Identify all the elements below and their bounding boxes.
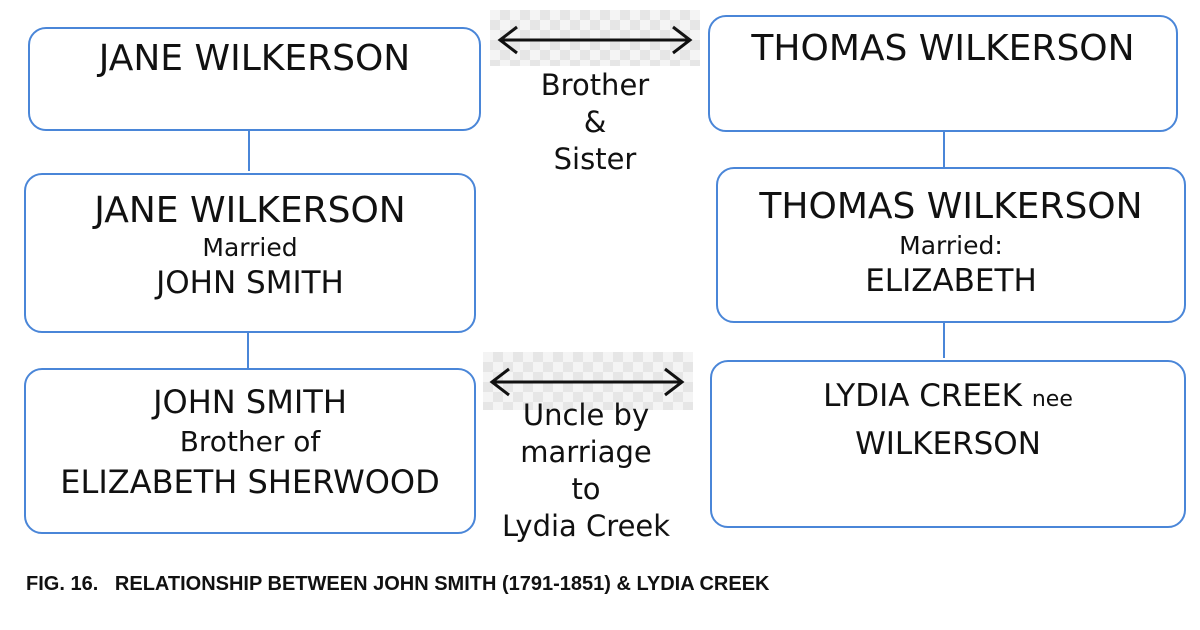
jane-married-box: JANE WILKERSON Married JOHN SMITH: [24, 173, 476, 333]
married-label-left: Married: [202, 233, 298, 262]
thomas-wilkerson-name: THOMAS WILKERSON: [751, 28, 1135, 69]
thomas-married-box: THOMAS WILKERSON Married: ELIZABETH: [716, 167, 1186, 323]
top-arrow-background: [490, 10, 700, 66]
jane-wilkerson-name-2: JANE WILKERSON: [94, 190, 406, 231]
jane-wilkerson-name: JANE WILKERSON: [98, 38, 411, 79]
wilkerson-surname: WILKERSON: [855, 426, 1041, 462]
brother-of-label: Brother of: [179, 425, 321, 458]
uncle-by-text: Uncle by: [522, 398, 650, 432]
to-text: to: [571, 472, 601, 506]
connector-right-1: [943, 132, 945, 167]
connector-left-1: [248, 131, 250, 171]
nee-label: nee: [1031, 387, 1073, 412]
double-arrow-icon: [497, 25, 693, 55]
connector-right-2: [943, 323, 945, 358]
ampersand-text: &: [583, 105, 607, 139]
lydia-creek-name: LYDIA CREEK: [823, 378, 1022, 414]
john-smith-spouse-name: JOHN SMITH: [156, 265, 344, 301]
lydia-creek-text: Lydia Creek: [501, 509, 671, 543]
brother-text: Brother: [540, 68, 650, 102]
john-smith-box: JOHN SMITH Brother of ELIZABETH SHERWOOD: [24, 368, 476, 534]
double-arrow-icon: [489, 367, 685, 397]
sister-text: Sister: [553, 142, 637, 176]
elizabeth-spouse-name: ELIZABETH: [865, 263, 1037, 299]
john-smith-name: JOHN SMITH: [153, 383, 347, 421]
elizabeth-sherwood-name: ELIZABETH SHERWOOD: [60, 463, 440, 501]
jane-wilkerson-box: JANE WILKERSON: [28, 27, 481, 131]
marriage-text: marriage: [520, 435, 652, 469]
uncle-relation-label: Uncle by marriage to Lydia Creek: [486, 397, 686, 545]
figure-caption: FIG. 16. RELATIONSHIP BETWEEN JOHN SMITH…: [26, 573, 770, 595]
lydia-creek-box: LYDIA CREEK nee WILKERSON: [710, 360, 1186, 528]
lydia-creek-line: LYDIA CREEK nee: [712, 376, 1184, 420]
sibling-relation-label: Brother & Sister: [510, 67, 680, 178]
thomas-wilkerson-name-2: THOMAS WILKERSON: [759, 186, 1143, 227]
thomas-wilkerson-box: THOMAS WILKERSON: [708, 15, 1178, 132]
connector-left-2: [247, 333, 249, 368]
married-label-right: Married:: [899, 231, 1003, 260]
